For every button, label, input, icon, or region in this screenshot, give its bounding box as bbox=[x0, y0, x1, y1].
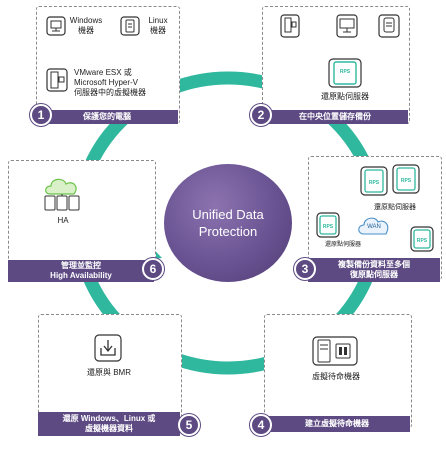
step1-banner: 保護您的電腦 bbox=[36, 110, 178, 124]
step3-number: 3 bbox=[294, 258, 316, 280]
rps-server-icon bbox=[410, 226, 434, 252]
windows-machine-label: Windows 機器 bbox=[69, 16, 103, 35]
rps-label: RPS bbox=[339, 69, 351, 75]
virtual-standby-icon bbox=[312, 336, 358, 366]
step1-number: 1 bbox=[30, 104, 52, 126]
step5-banner: 還原 Windows、Linux 或虛擬機器資料 bbox=[38, 412, 180, 436]
virtual-machine-label: VMware ESX 或 Microsoft Hyper-V 伺服器中的虛擬機器 bbox=[74, 68, 146, 97]
rps-label: RPS bbox=[368, 180, 380, 186]
unified-data-protection-hub: Unified Data Protection bbox=[164, 164, 292, 282]
step4-number: 4 bbox=[250, 414, 272, 436]
virtual-standby-label: 虛擬待命機器 bbox=[312, 372, 360, 381]
step2-banner: 在中央位置儲存備份 bbox=[262, 110, 408, 124]
recovery-point-server-left-label: 還原點伺服器 bbox=[324, 242, 361, 248]
recovery-point-server-label: 還原點伺服器 bbox=[321, 92, 369, 101]
virtual-machine-icon bbox=[46, 68, 68, 92]
restore-bmr-label: 還原與 BMR bbox=[87, 368, 131, 377]
step1-card bbox=[36, 6, 180, 124]
rps-server-icon bbox=[328, 58, 362, 88]
recovery-point-server-top-label: 還原點伺服器 bbox=[374, 204, 416, 211]
step4-banner: 建立虛擬待命機器 bbox=[264, 416, 410, 432]
hub-title-line2: Protection bbox=[198, 224, 258, 239]
rps-server-icon bbox=[360, 166, 388, 196]
rps-server-icon bbox=[316, 212, 340, 238]
step5-card bbox=[38, 314, 182, 428]
linux-machine-label: Linux 機器 bbox=[148, 16, 168, 35]
rps-label: RPS bbox=[416, 238, 428, 244]
ha-label: HA bbox=[57, 216, 69, 225]
step5-number: 5 bbox=[178, 414, 200, 436]
hub-title-line1: Unified Data bbox=[192, 207, 264, 222]
step2-number: 2 bbox=[250, 104, 272, 126]
restore-bmr-icon bbox=[94, 334, 122, 362]
monitor-icon bbox=[336, 14, 358, 38]
wan-label: WAN bbox=[367, 224, 381, 230]
ha-network-icon bbox=[44, 178, 80, 211]
wan-cloud-icon bbox=[358, 217, 389, 235]
step4-card bbox=[264, 314, 412, 428]
rps-server-icon bbox=[392, 164, 420, 194]
linux-machine-icon bbox=[120, 16, 140, 36]
rps-label: RPS bbox=[400, 178, 412, 184]
step3-banner: 複製備份資料至多個復原點伺服器 bbox=[308, 258, 440, 282]
linux-source-icon bbox=[378, 14, 400, 38]
windows-machine-icon bbox=[46, 16, 66, 36]
rps-label: RPS bbox=[322, 224, 334, 230]
step6-number: 6 bbox=[142, 258, 164, 280]
source-machine-icon bbox=[280, 14, 300, 38]
